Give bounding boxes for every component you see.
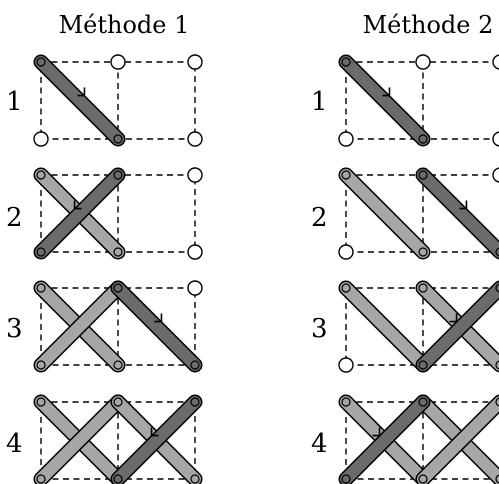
grid <box>345 401 499 480</box>
empty-hole <box>415 54 431 70</box>
direction-marker <box>382 87 391 97</box>
stitch-panel <box>33 167 203 260</box>
grid <box>40 287 196 366</box>
empty-hole <box>492 54 499 70</box>
grid <box>40 174 196 253</box>
grid <box>40 61 196 140</box>
direction-marker <box>372 427 381 437</box>
empty-hole <box>187 244 203 260</box>
grid <box>345 287 499 366</box>
direction-marker <box>150 427 159 437</box>
stitch-panel <box>33 394 203 484</box>
previous-stitch <box>338 167 431 260</box>
stitch-panel <box>338 280 499 373</box>
grid <box>345 174 499 253</box>
direction-marker <box>77 87 86 97</box>
row-label-1-method-2: 1 <box>311 87 328 117</box>
row-label-1-method-1: 1 <box>6 87 23 117</box>
current-stitch <box>110 394 203 484</box>
current-stitch <box>338 394 431 484</box>
row-label-3-method-2: 3 <box>311 314 328 344</box>
direction-marker <box>73 200 82 210</box>
row-label-3-method-1: 3 <box>6 314 23 344</box>
stitch-panel <box>338 167 499 260</box>
empty-hole <box>338 244 354 260</box>
row-label-4-method-1: 4 <box>6 429 23 459</box>
empty-hole <box>338 357 354 373</box>
empty-hole <box>492 167 499 183</box>
current-stitch <box>338 54 431 147</box>
current-stitch <box>415 280 499 373</box>
empty-hole <box>187 131 203 147</box>
direction-marker <box>449 313 458 323</box>
row-label-2-method-1: 2 <box>6 203 23 233</box>
row-label-2-method-2: 2 <box>311 203 328 233</box>
empty-hole <box>187 54 203 70</box>
empty-hole <box>33 131 49 147</box>
previous-stitch <box>415 394 499 484</box>
current-stitch <box>33 54 126 147</box>
stitch-panel <box>33 54 203 147</box>
current-stitch <box>33 167 126 260</box>
previous-stitch <box>338 280 431 373</box>
current-stitch <box>415 167 499 260</box>
empty-hole <box>338 131 354 147</box>
grid <box>40 401 196 480</box>
empty-hole <box>492 131 499 147</box>
method-1-title: Méthode 1 <box>59 11 190 39</box>
stitch-panel <box>338 394 499 484</box>
direction-marker <box>459 200 468 210</box>
row-label-4-method-2: 4 <box>311 429 328 459</box>
current-stitch <box>110 280 203 373</box>
empty-hole <box>187 167 203 183</box>
direction-marker <box>154 313 163 323</box>
empty-hole <box>110 54 126 70</box>
stitch-panel <box>338 54 499 147</box>
grid <box>345 61 499 140</box>
stitch-panel <box>33 280 203 373</box>
method-2-title: Méthode 2 <box>363 11 494 39</box>
empty-hole <box>187 280 203 296</box>
